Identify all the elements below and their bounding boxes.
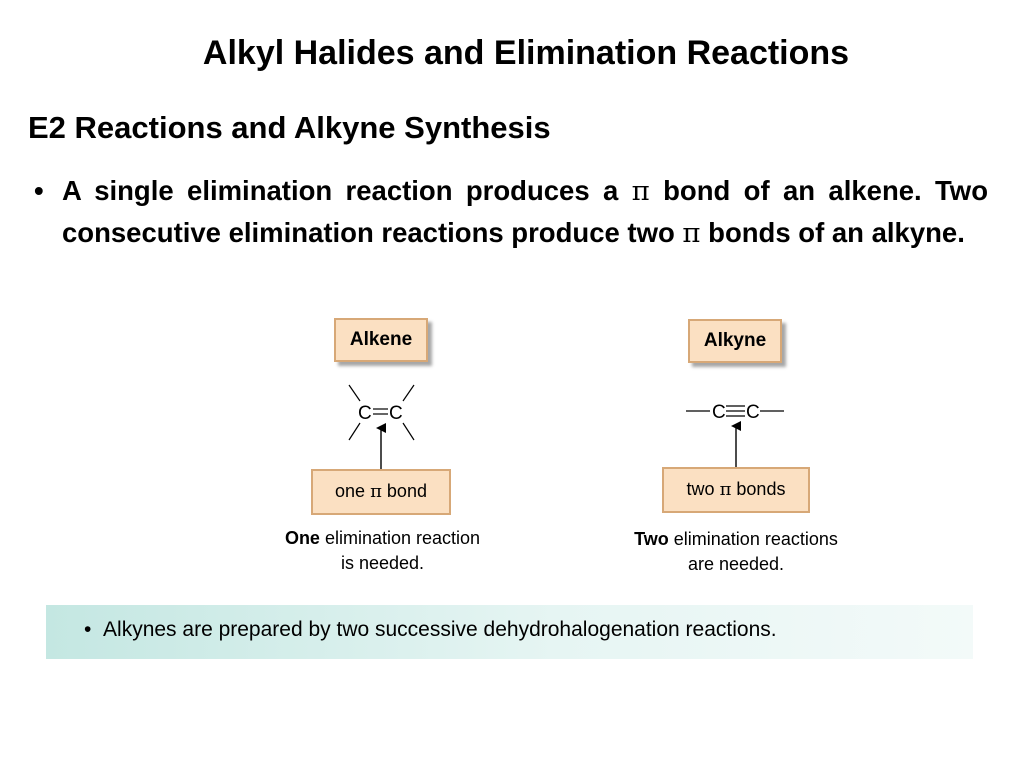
alkyne-structure: C C	[686, 402, 784, 468]
pi-symbol: π	[370, 481, 382, 502]
bullet-text-part3: bonds of an alkyne.	[700, 217, 965, 248]
bullet-marker: •	[84, 618, 92, 641]
alkyne-label-box: Alkyne	[688, 319, 782, 363]
alkyne-caption: Two elimination reactions are needed.	[596, 527, 876, 577]
section-heading: E2 Reactions and Alkyne Synthesis	[28, 110, 551, 145]
pi-symbol: π	[719, 479, 732, 500]
alkyne-label: Alkyne	[703, 330, 767, 351]
note-text: bonds	[731, 479, 786, 499]
alkene-label-box: Alkene	[334, 318, 428, 362]
caption-emphasis: One	[284, 528, 320, 548]
bullet-text-part2: bond of an alkene. Two consecutive elimi…	[62, 175, 988, 248]
alkene-caption: One elimination reaction is needed.	[250, 526, 515, 576]
alkene-label: Alkene	[349, 329, 413, 350]
alkene-carbon-right: C	[389, 403, 403, 424]
note-text: bond	[381, 481, 427, 501]
banner-sentence: Alkynes are prepared by two successive d…	[103, 618, 777, 641]
alkene-pi-note: one π bond	[311, 469, 451, 515]
caption-text: are needed.	[687, 554, 785, 574]
alkene-structure: C C	[348, 384, 415, 470]
note-text: one	[335, 481, 371, 501]
pi-symbol: π	[682, 217, 701, 249]
caption-text: elimination reaction	[319, 528, 481, 548]
substituent-bond	[402, 384, 415, 402]
caption-text: elimination reactions	[668, 529, 838, 549]
summary-banner-text: • Alkynes are prepared by two successive…	[84, 618, 777, 642]
bullet-marker: •	[34, 175, 44, 206]
pi-symbol: π	[631, 175, 650, 207]
bullet-text-part1: A single elimination reaction produces a	[62, 175, 632, 206]
slide-title: Alkyl Halides and Elimination Reactions	[202, 34, 850, 72]
alkyne-pi-note: two π bonds	[662, 467, 810, 513]
substituent-bond	[348, 384, 361, 402]
note-text: two	[686, 479, 720, 499]
alkene-carbon-left: C	[358, 403, 372, 424]
caption-text: is needed.	[340, 553, 425, 573]
alkyne-carbon-left: C	[712, 402, 726, 423]
caption-emphasis: Two	[634, 529, 669, 549]
substituent-bond	[348, 422, 361, 441]
bullet-paragraph: • A single elimination reaction produces…	[34, 170, 988, 254]
alkyne-carbon-right: C	[746, 402, 760, 423]
substituent-bond	[402, 422, 415, 441]
bullet-text: A single elimination reaction produces a…	[62, 170, 988, 254]
summary-banner	[46, 605, 973, 659]
